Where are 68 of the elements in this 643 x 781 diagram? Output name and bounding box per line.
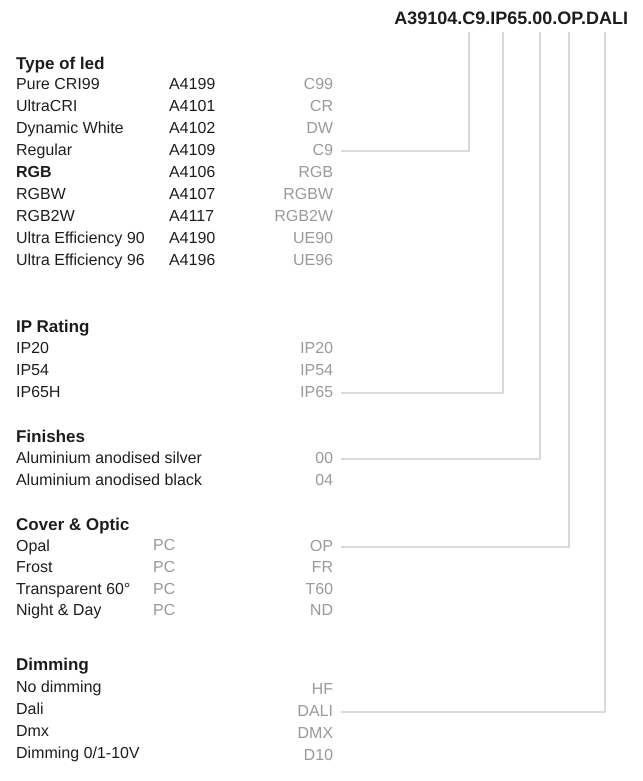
code-option: RGB2W xyxy=(274,207,333,227)
code-option: DW xyxy=(306,119,333,139)
option-name: RGBW xyxy=(16,185,66,205)
section-heading: Type of led xyxy=(16,54,104,74)
code-option: DALI xyxy=(297,702,333,722)
option-name: Dynamic White xyxy=(16,119,124,139)
option-name: UltraCRI xyxy=(16,97,78,117)
article-number: A4109 xyxy=(169,141,216,161)
option-name: RGB xyxy=(16,163,52,183)
option-name: Ultra Efficiency 90 xyxy=(16,229,145,249)
code-option: 00 xyxy=(315,449,333,469)
article-number: A4199 xyxy=(169,75,216,95)
code-option: UE96 xyxy=(292,251,333,271)
option-name: Transparent 60° xyxy=(16,580,130,600)
article-number: A4107 xyxy=(169,185,216,205)
code-option: RGBW xyxy=(283,185,333,205)
option-name: IP65H xyxy=(16,383,60,403)
option-name: Dali xyxy=(16,700,44,720)
option-name: IP20 xyxy=(16,339,49,359)
leader-line xyxy=(341,32,570,548)
section-heading: IP Rating xyxy=(16,317,90,337)
code-option: C99 xyxy=(304,75,333,95)
option-name: Frost xyxy=(16,558,52,578)
code-option: IP65 xyxy=(300,383,333,403)
section-heading: Finishes xyxy=(16,427,85,447)
code-option: HF xyxy=(312,680,333,700)
option-name: IP54 xyxy=(16,361,49,381)
option-name: Aluminium anodised black xyxy=(16,471,202,491)
option-name: Regular xyxy=(16,141,72,161)
code-option: IP54 xyxy=(300,361,333,381)
option-name: Ultra Efficiency 96 xyxy=(16,251,145,271)
section-heading: Cover & Optic xyxy=(16,515,130,535)
article-number: A4117 xyxy=(169,207,214,227)
option-name: RGB2W xyxy=(16,207,75,227)
option-name: Opal xyxy=(16,537,50,557)
option-name: Night & Day xyxy=(16,601,102,621)
section-heading: Dimming xyxy=(16,655,89,675)
option-name: No dimming xyxy=(16,678,102,698)
material-label: PC xyxy=(153,536,176,556)
code-option: C9 xyxy=(312,141,333,161)
article-number: A4102 xyxy=(169,119,216,139)
option-name: Aluminium anodised silver xyxy=(16,449,202,469)
article-number: A4190 xyxy=(169,229,216,249)
article-number: A4101 xyxy=(169,97,216,117)
code-option: T60 xyxy=(305,580,333,600)
code-option: D10 xyxy=(304,746,333,766)
leader-line xyxy=(341,32,541,460)
code-option: FR xyxy=(312,558,333,578)
leader-line xyxy=(341,32,470,152)
code-option: DMX xyxy=(297,724,333,744)
option-name: Dmx xyxy=(16,722,49,742)
code-option: 04 xyxy=(315,471,333,491)
product-code: A39104.C9.IP65.00.OP.DALI xyxy=(394,8,628,28)
code-option: ND xyxy=(310,601,333,621)
leader-line xyxy=(341,32,606,713)
option-name: Dimming 0/1-10V xyxy=(16,744,140,764)
material-label: PC xyxy=(153,558,176,578)
article-number: A4106 xyxy=(169,163,216,183)
code-option: IP20 xyxy=(300,339,333,359)
material-label: PC xyxy=(153,580,176,600)
option-name: Pure CRI99 xyxy=(16,75,100,95)
leader-line xyxy=(341,32,504,394)
code-option: OP xyxy=(310,537,333,557)
material-label: PC xyxy=(153,601,176,621)
code-option: CR xyxy=(310,97,333,117)
code-option: UE90 xyxy=(292,229,333,249)
article-number: A4196 xyxy=(169,251,216,271)
code-option: RGB xyxy=(298,163,333,183)
